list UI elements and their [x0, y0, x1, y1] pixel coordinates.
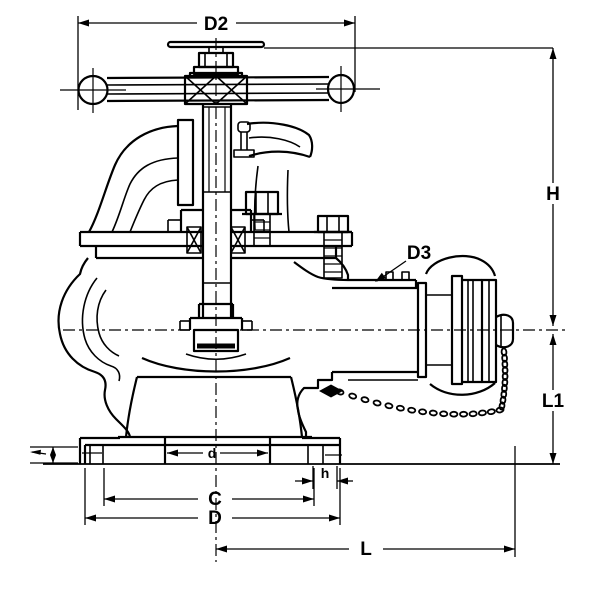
label-c: C [208, 489, 222, 510]
dim-d3: D3 [375, 243, 431, 282]
dim-l1: L1 [542, 334, 565, 464]
dim-d2: D2 [77, 14, 356, 110]
cap-knob [495, 313, 515, 349]
label-d2: D2 [204, 14, 228, 35]
dim-h-small: h [295, 465, 353, 489]
gland-stud-bolt [233, 121, 255, 158]
dim-c: C [103, 468, 315, 510]
packing-left [186, 226, 202, 254]
hose-coupling [424, 254, 515, 396]
dim-flange-thickness [30, 446, 78, 464]
cap-dome [424, 254, 497, 277]
stem-nut-stack [166, 40, 266, 79]
stuffing-box [167, 208, 265, 254]
label-l: L [360, 539, 372, 560]
outlet-pipe [332, 271, 452, 381]
chain-lug [319, 384, 343, 398]
label-h-small: h [321, 465, 330, 481]
chain-links [335, 347, 509, 418]
dim-d-flange: D [84, 468, 341, 529]
label-d-flange: D [208, 508, 222, 529]
base-flange [78, 435, 342, 464]
valve-disc [179, 302, 253, 353]
valve-stem [201, 104, 233, 318]
dim-l: L [216, 446, 516, 560]
gland-hex-bolt [242, 190, 282, 247]
cap-chain [319, 347, 509, 418]
label-d3: D3 [407, 243, 431, 264]
label-h: H [546, 184, 560, 205]
dim-h: H [264, 47, 560, 326]
label-d-bore: d [208, 445, 217, 461]
valve-body [57, 257, 350, 438]
male-coupling-ring [416, 281, 452, 379]
bonnet-flange [78, 230, 354, 260]
dim-d-bore: d [167, 445, 268, 461]
yoke-arms [88, 118, 314, 233]
yoke-right-beak [246, 121, 314, 233]
label-l1: L1 [542, 391, 565, 412]
packing-right [230, 226, 246, 254]
